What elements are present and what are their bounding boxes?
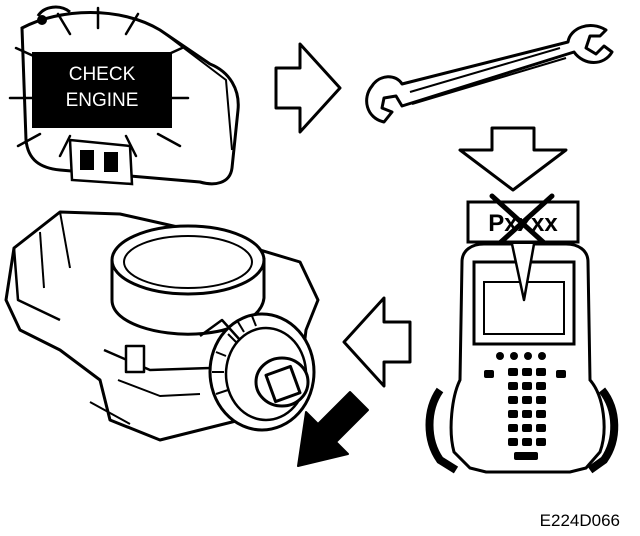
pointer-arrow-icon xyxy=(297,391,369,467)
scan-tool-icon: Pxxxx xyxy=(425,193,619,474)
arrow-right-icon xyxy=(274,42,342,134)
check-engine-light-icon: CHECK ENGINE xyxy=(8,5,240,186)
cross-out-icon xyxy=(489,193,555,253)
throttle-shaft xyxy=(264,364,302,404)
lamp-text-line1: CHECK xyxy=(69,64,136,85)
arrow-down-icon xyxy=(458,126,568,192)
check-engine-lamp xyxy=(32,52,172,128)
figure-id: E224D066 xyxy=(540,511,620,530)
lamp-text-line2: ENGINE xyxy=(66,90,139,111)
wrench-icon xyxy=(365,24,614,124)
arrow-left-icon xyxy=(342,296,412,388)
throttle-body-icon xyxy=(4,210,320,442)
scan-tool-keypad xyxy=(484,352,566,460)
